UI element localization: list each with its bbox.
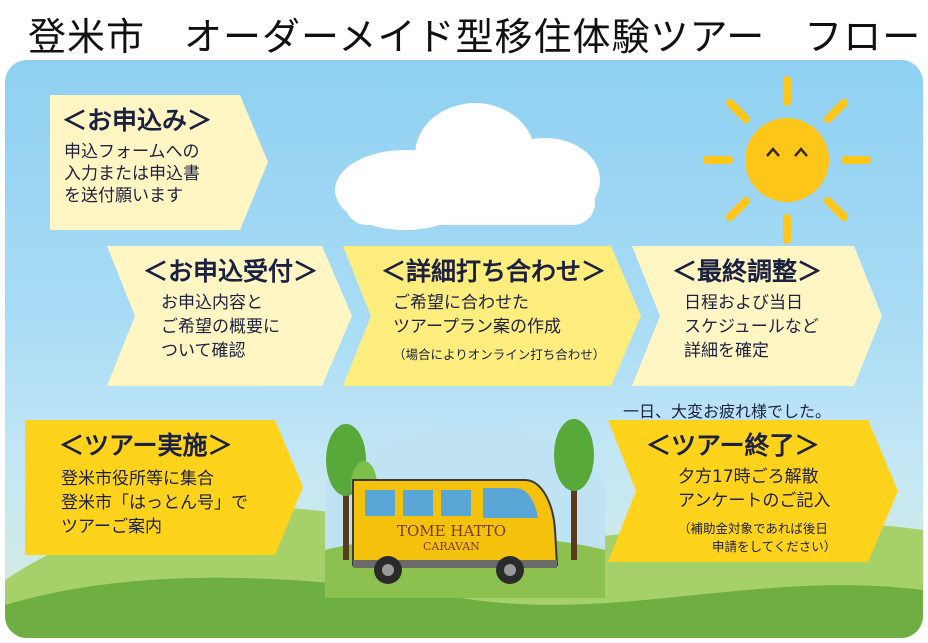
bus-scene [325,419,605,598]
step-apply-line-2: 入力または申込書 [64,164,200,184]
step-meeting-line-1: ご希望に合わせた [393,293,529,313]
bus-text-line-2: CARAVAN [423,540,480,553]
step-tour-line-3: ツアーご案内 [61,517,162,537]
front-hill [5,577,923,638]
step-meeting-line-2: ツアープラン案の作成 [393,317,561,337]
step-tour-heading: ＜ツアー実施＞ [59,431,233,460]
sun-icon [703,76,871,244]
step-apply-line-3: を送付願います [64,186,183,206]
step-accept: ＜お申込受付＞ お申込内容と ご希望の概要に ついて確認 [107,246,352,386]
step-apply: ＜お申込み＞ 申込フォームへの 入力または申込書 を送付願います [50,95,268,230]
step-tour-line-1: 登米市役所等に集合 [61,469,214,489]
bus-icon [352,479,559,584]
step-accept-line-1: お申込内容と [161,293,263,313]
step-accept-heading: ＜お申込受付＞ [143,257,319,286]
step-final-line-1: 日程および当日 [684,293,803,313]
step-meeting-heading: ＜詳細打ち合わせ＞ [381,257,607,286]
page-title: 登米市 オーダーメイド型移住体験ツアー フロー [28,15,922,59]
step-end-line-1: 夕方17時ごろ解散 [678,467,819,487]
step-end-note-2: 申請をしてください） [712,539,837,554]
step-final-line-3: 詳細を確定 [684,341,769,361]
step-meeting: ＜詳細打ち合わせ＞ ご希望に合わせた ツアープラン案の作成 （場合によりオンライ… [343,246,641,386]
step-apply-heading: ＜お申込み＞ [62,106,213,135]
step-end-note-1: （補助金対象であれば後日 [678,521,828,536]
step-accept-line-3: ついて確認 [161,341,246,361]
step-tour: ＜ツアー実施＞ 登米市役所等に集合 登米市「はっとん号」で ツアーご案内 [25,420,303,555]
step-end-heading: ＜ツアー終了＞ [646,431,820,460]
step-end: ＜ツアー終了＞ 夕方17時ごろ解散 アンケートのご記入 （補助金対象であれば後日… [608,420,898,562]
cloud-icon [335,103,600,230]
step-end-line-2: アンケートのご記入 [678,491,831,511]
step-tour-line-2: 登米市「はっとん号」で [61,493,248,513]
flow-panel: TOME HATTO CARAVAN ＜お申込み＞ 申込フォームへの 入力または… [5,60,923,638]
step-apply-line-1: 申込フォームへの [64,142,200,162]
step-final-line-2: スケジュールなど [684,317,819,337]
step-final: ＜最終調整＞ 日程および当日 スケジュールなど 詳細を確定 [632,246,882,386]
bus-text-line-1: TOME HATTO [397,522,507,540]
closing-caption: 一日、大変お疲れ様でした。 [623,402,832,421]
step-accept-line-2: ご希望の概要に [161,317,280,337]
step-final-heading: ＜最終調整＞ [672,257,823,286]
step-meeting-note: （場合によりオンライン打ち合わせ） [393,347,606,362]
